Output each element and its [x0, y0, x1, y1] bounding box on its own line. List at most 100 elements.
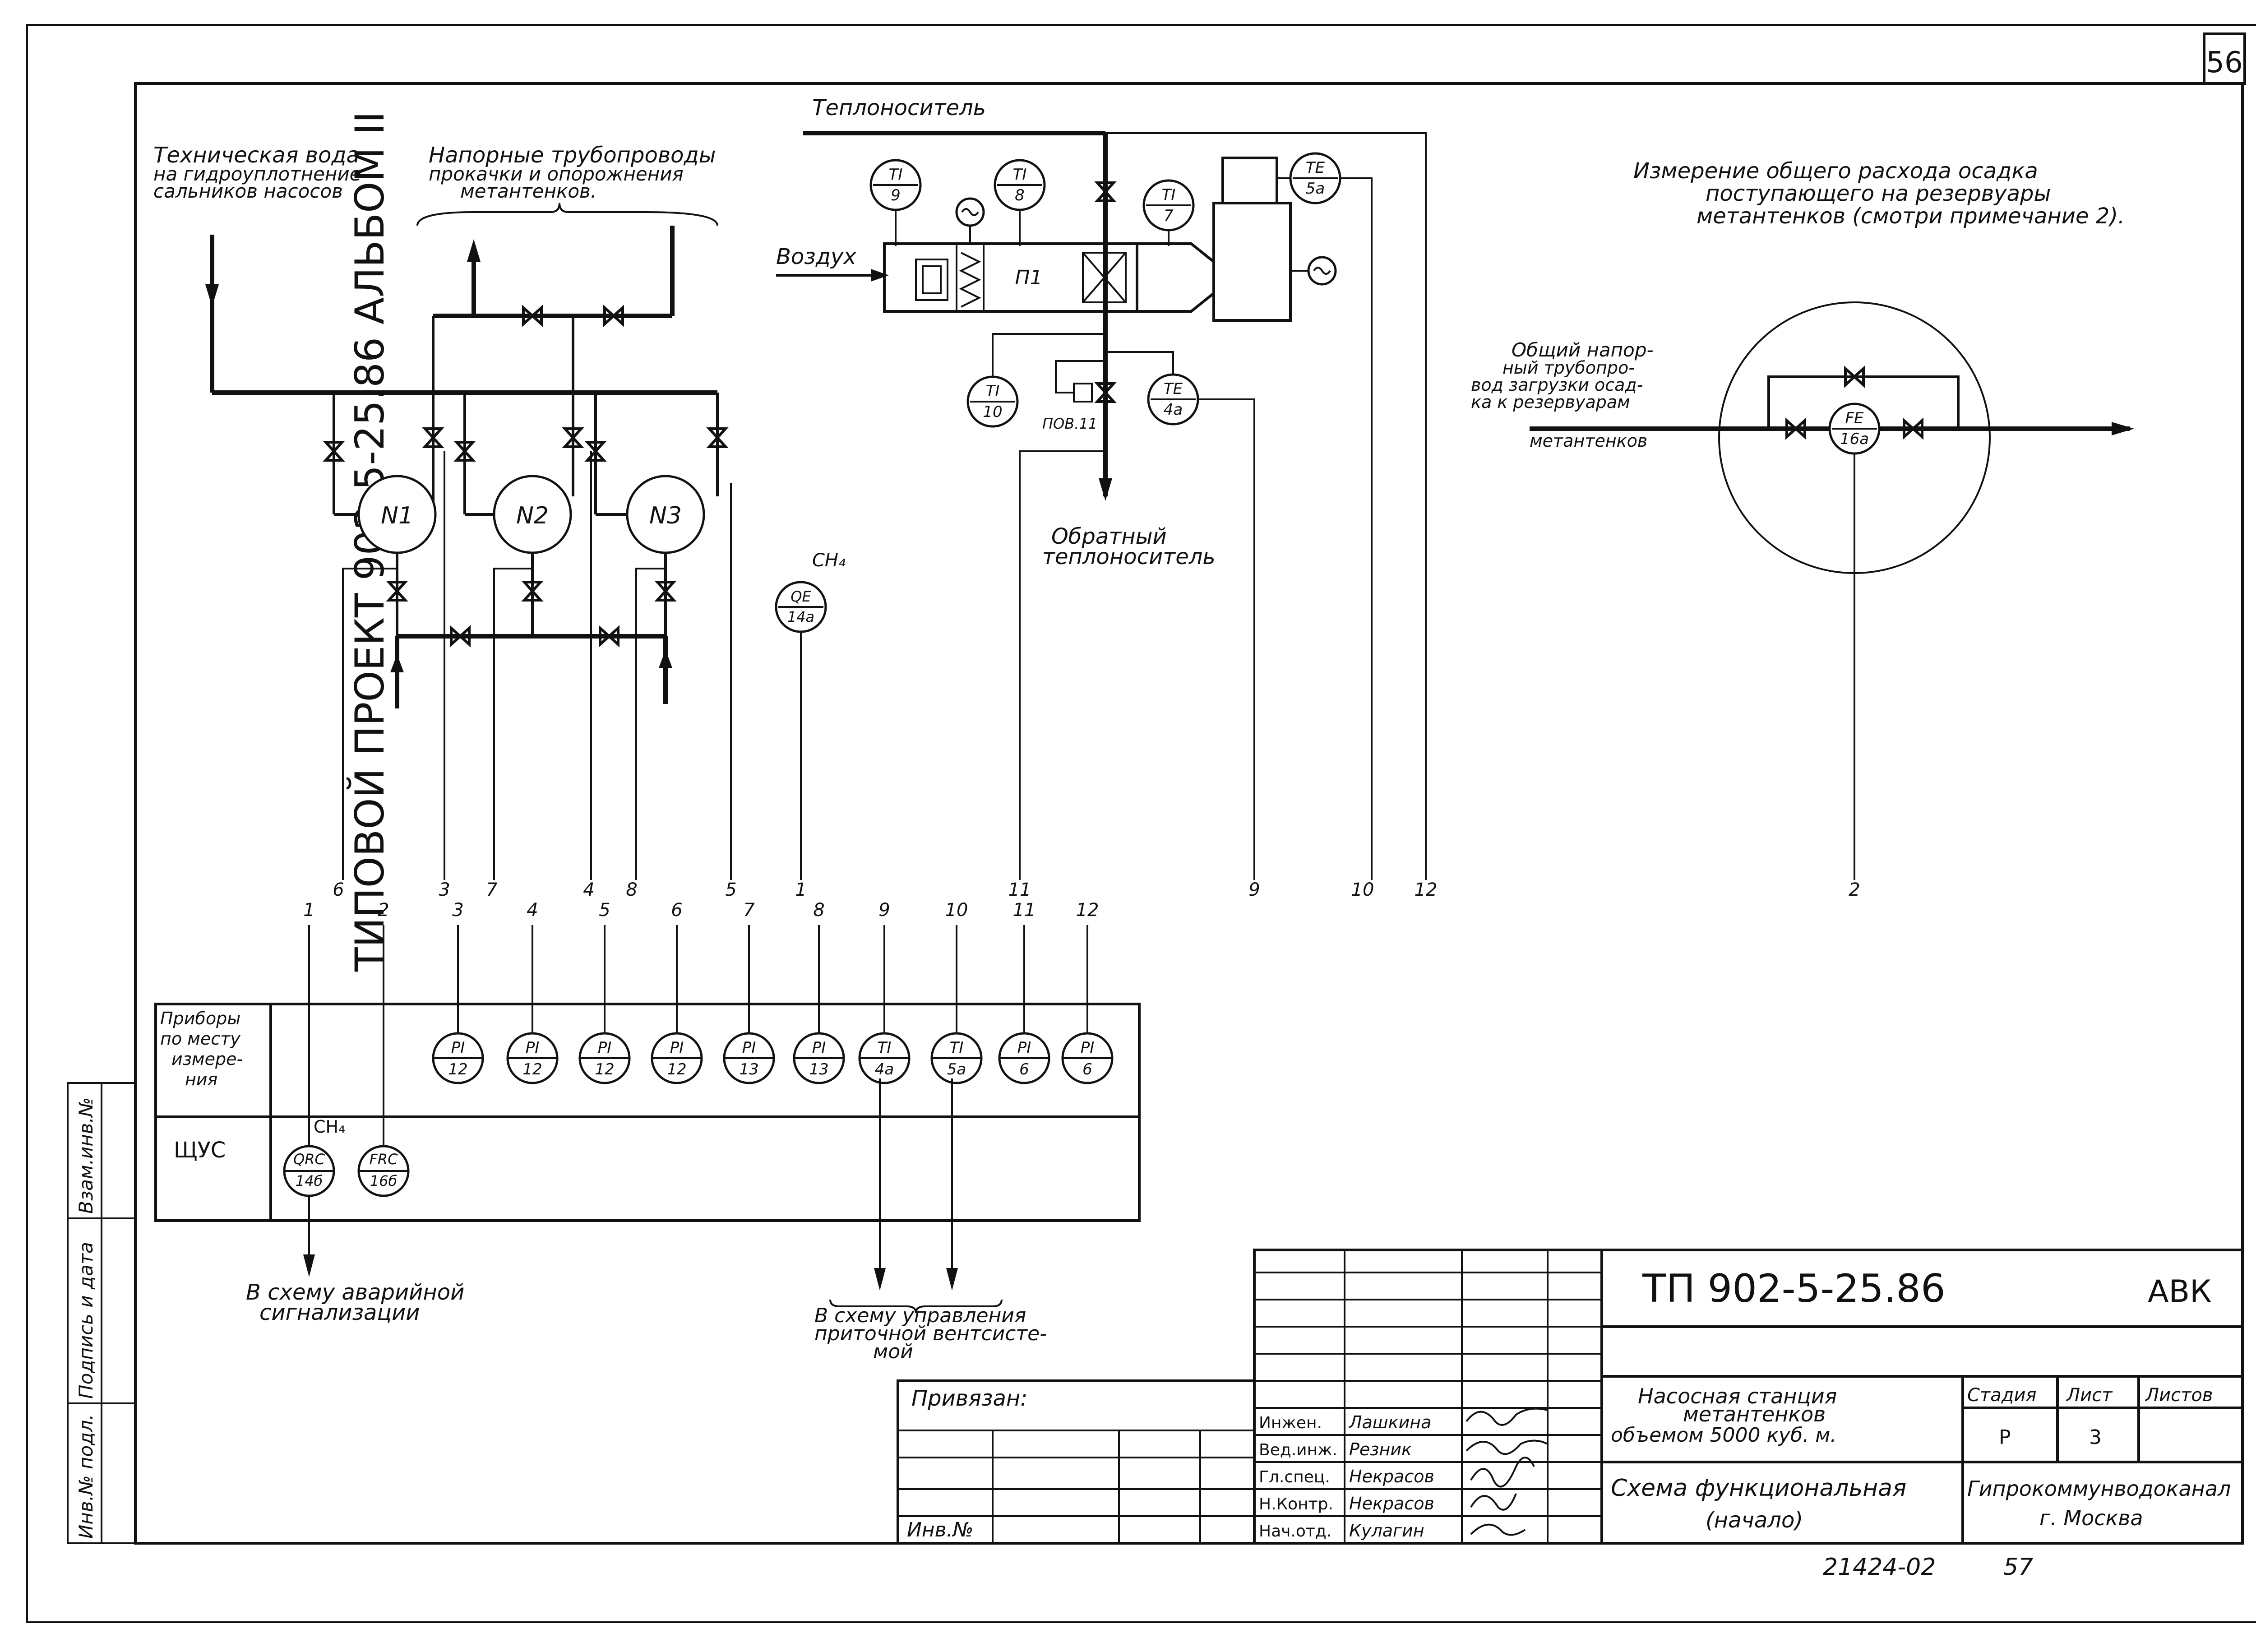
line-number: 11 [1013, 900, 1036, 921]
instrument-number: 13 [739, 1060, 758, 1078]
svg-text:Приборы: Приборы [160, 1009, 240, 1028]
signatures [1465, 1407, 1548, 1536]
svg-text:Инв.№: Инв.№ [907, 1518, 973, 1541]
instrument-tag: PI [1017, 1039, 1031, 1057]
svg-text:N3: N3 [649, 502, 682, 529]
svg-text:2: 2 [1849, 879, 1860, 900]
svg-text:Инжен.: Инжен. [1259, 1414, 1322, 1432]
svg-text:метантенков: метантенков [1683, 1402, 1826, 1426]
svg-text:3: 3 [439, 879, 450, 900]
svg-text:Некрасов: Некрасов [1349, 1494, 1434, 1513]
svg-text:П1: П1 [1015, 266, 1042, 289]
outer-frame [26, 24, 2256, 1623]
instrument-number: 12 [595, 1060, 614, 1078]
svg-text:7: 7 [486, 879, 498, 900]
svg-text:1: 1 [795, 879, 806, 900]
svg-text:Лашкина: Лашкина [1348, 1412, 1431, 1432]
line-number: 2 [378, 900, 389, 921]
svg-text:Инв.№ подл.: Инв.№ подл. [75, 1414, 97, 1539]
section-code: АВК [2148, 1274, 2211, 1310]
local-instrument: PI6 [998, 925, 1050, 1084]
svg-text:9: 9 [891, 186, 901, 204]
svg-text:Воздух: Воздух [776, 244, 856, 269]
line-number: 4 [527, 900, 538, 921]
svg-text:N1: N1 [381, 502, 413, 529]
instrument-frc-16b: FRC 16б [357, 1145, 410, 1197]
instrument-number: 12 [448, 1060, 467, 1078]
instrument-tag: PI [451, 1039, 465, 1057]
gas-analyzer: CH₄ QE 14а 1 [775, 550, 846, 900]
title-block: Привязан: Инв.№ Инжен. Вед.инж. Гл.спец.… [897, 1249, 2244, 1581]
svg-text:теплоноситель: теплоноситель [1042, 544, 1216, 569]
svg-text:10: 10 [983, 403, 1002, 421]
svg-text:16б: 16б [370, 1172, 397, 1189]
svg-text:объемом 5000 куб. м.: объемом 5000 куб. м. [1611, 1424, 1836, 1447]
instrument-ti-8: TI 8 [994, 159, 1046, 246]
line-number: 1 [303, 900, 314, 921]
line-number: 12 [1076, 900, 1099, 921]
total-flow-section: Измерение общего расхода осадка поступаю… [1471, 158, 2134, 900]
svg-text:7: 7 [1164, 207, 1174, 225]
svg-text:г. Москва: г. Москва [2039, 1506, 2143, 1530]
svg-text:Гл.спец.: Гл.спец. [1259, 1468, 1330, 1486]
instrument-number: 6 [1082, 1060, 1092, 1078]
svg-text:метантенков.: метантенков. [460, 180, 596, 202]
svg-text:Кулагин: Кулагин [1349, 1521, 1424, 1541]
panel-row-board: ЩУС [174, 1138, 226, 1163]
inner-frame [134, 82, 2244, 1545]
svg-text:6: 6 [333, 879, 344, 900]
line-number: 5 [599, 900, 610, 921]
line-number: 9 [878, 900, 890, 921]
svg-text:11: 11 [1008, 879, 1031, 900]
svg-text:ния: ния [185, 1069, 217, 1089]
instrument-number: 5а [947, 1060, 966, 1078]
svg-text:8: 8 [626, 879, 637, 900]
svg-text:57: 57 [2003, 1554, 2033, 1581]
svg-text:измере-: измере- [171, 1049, 243, 1069]
svg-text:(начало): (начало) [1706, 1508, 1803, 1533]
svg-text:5а: 5а [1306, 180, 1325, 198]
line-number: 3 [452, 900, 463, 921]
instrument-tag: TI [950, 1039, 964, 1057]
svg-text:TI: TI [889, 166, 903, 184]
page-number-box [2203, 32, 2246, 85]
svg-text:Р: Р [1999, 1426, 2011, 1449]
svg-text:Листов: Листов [2145, 1385, 2213, 1406]
svg-text:TI: TI [1013, 166, 1027, 184]
svg-text:8: 8 [1015, 186, 1025, 204]
instrument-number: 12 [522, 1060, 542, 1078]
svg-text:FE: FE [1845, 409, 1864, 427]
svg-text:Вед.инж.: Вед.инж. [1259, 1441, 1337, 1459]
instrument-ti-10: TI 10 [966, 333, 1105, 428]
document-code: ТП 902-5-25.86 [1642, 1266, 1946, 1311]
svg-text:Теплоноситель: Теплоноситель [812, 95, 986, 120]
instrument-ti-9: TI 9 [869, 159, 922, 246]
svg-text:Схема функциональная: Схема функциональная [1611, 1475, 1906, 1502]
svg-text:Стадия: Стадия [1967, 1385, 2036, 1406]
svg-text:Некрасов: Некрасов [1349, 1467, 1434, 1486]
svg-text:21424-02: 21424-02 [1823, 1554, 1936, 1581]
pump-section: Техническая вода на гидроуплотнение саль… [153, 143, 737, 900]
instrument-ti-7: TI 7 [1142, 179, 1195, 246]
local-instrument: PI6 [1061, 925, 1114, 1084]
svg-text:16а: 16а [1840, 430, 1869, 448]
label-pressure-lines: Напорные трубопроводы [429, 143, 716, 168]
local-instrument: PI 12 [578, 925, 631, 1084]
instrument-tag: PI [598, 1039, 612, 1057]
instrument-tag: TI [878, 1039, 892, 1057]
line-number: 6 [671, 900, 682, 921]
left-stamp: Взам.инв.№ Подпись и дата Инв.№ подл. [67, 1082, 136, 1544]
line-number: 7 [743, 900, 755, 921]
svg-text:TI: TI [1162, 186, 1176, 204]
svg-text:Подпись и дата: Подпись и дата [75, 1242, 97, 1399]
svg-text:N2: N2 [516, 502, 549, 529]
line-number: 10 [945, 900, 968, 921]
local-instrument: TI 5а [930, 925, 983, 1084]
svg-text:5: 5 [725, 879, 736, 900]
